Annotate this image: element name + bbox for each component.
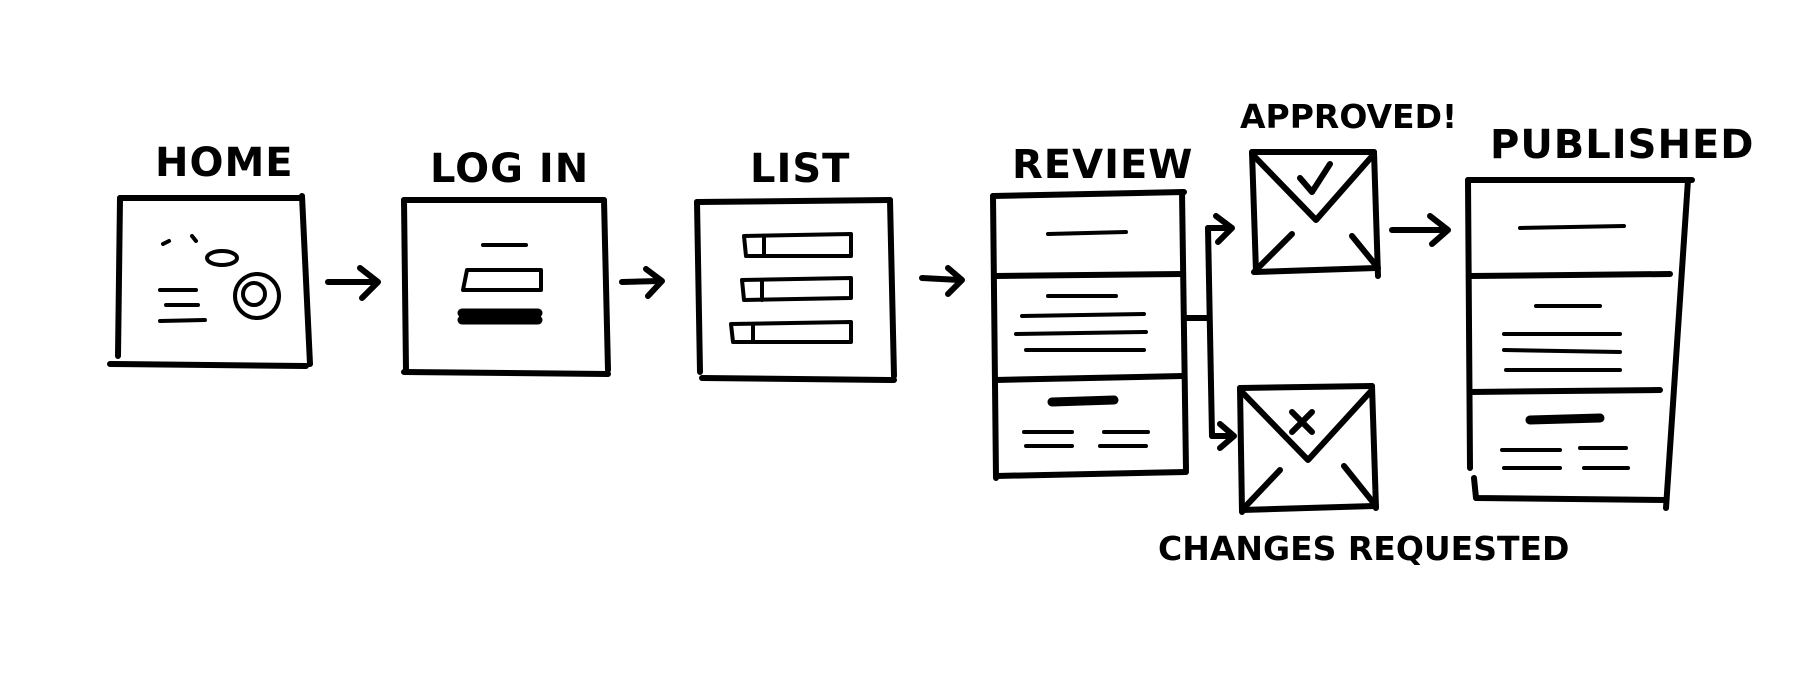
flow-arrow <box>325 265 381 301</box>
published-label: PUBLISHED <box>1490 122 1754 168</box>
review-label: REVIEW <box>1012 142 1193 188</box>
branch-connector <box>1183 213 1237 451</box>
approved-label: APPROVED! <box>1240 97 1457 136</box>
changes-outcome: CHANGES REQUESTED <box>1158 383 1569 568</box>
changes-label: CHANGES REQUESTED <box>1158 529 1569 568</box>
list-label: LIST <box>750 146 850 192</box>
list-screen: LIST <box>694 146 897 383</box>
home-label: HOME <box>155 140 294 186</box>
review-screen: REVIEW <box>990 142 1193 481</box>
envelope-x-icon <box>1237 383 1379 515</box>
approved-outcome: APPROVED! <box>1240 97 1457 279</box>
login-label: LOG IN <box>430 146 589 192</box>
flow-arrow <box>619 266 665 299</box>
login-screen: LOG IN <box>401 146 611 377</box>
flow-arrow <box>1389 213 1451 247</box>
home-screen: HOME <box>107 140 313 369</box>
envelope-check-icon <box>1249 149 1381 279</box>
flow-arrow <box>919 265 965 297</box>
published-screen: PUBLISHED <box>1465 122 1754 511</box>
